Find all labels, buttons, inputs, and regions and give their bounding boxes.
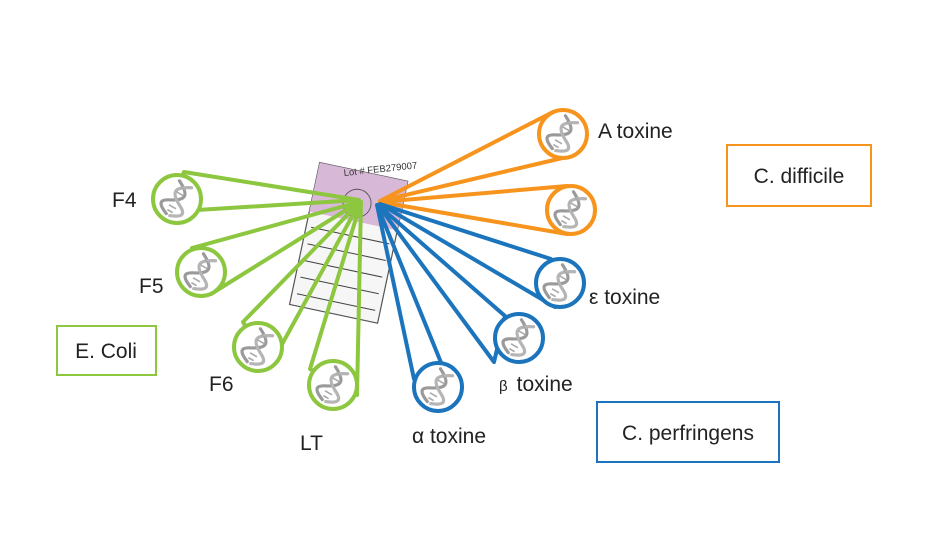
legend-e-coli: E. Coli: [56, 325, 157, 376]
legend-text-c-difficile: C. difficile: [754, 165, 845, 188]
label-beta-symbol: β: [499, 378, 508, 395]
c-difficile-target-b: [378, 184, 597, 236]
legend-text-e-coli: E. Coli: [75, 340, 137, 363]
beam-epsilon-toxine: [378, 202, 557, 309]
label-beta-toxine: β toxine: [499, 373, 573, 396]
label-a-toxine: A toxine: [598, 120, 673, 143]
label-beta-word: toxine: [517, 373, 573, 396]
label-f5: F5: [139, 275, 164, 298]
label-f4: F4: [112, 189, 137, 212]
label-f6: F6: [209, 373, 234, 396]
c-perfringens-target-beta: [376, 203, 545, 364]
legend-c-difficile: C. difficile: [726, 144, 872, 207]
c-difficile-target-a: [378, 108, 589, 203]
card-line: [303, 259, 383, 278]
e-coli-target-lt: [307, 200, 363, 411]
c-perfringens-target-alpha: [375, 203, 464, 413]
e-coli-target-f4: [151, 170, 361, 225]
legend-c-perfringens: C. perfringens: [596, 401, 780, 463]
card-line: [300, 276, 379, 295]
label-lt: LT: [300, 432, 323, 455]
legend-text-c-perfringens: C. perfringens: [622, 422, 754, 445]
legend-box-c-difficile: [726, 144, 872, 207]
label-epsilon-toxine: ε toxine: [589, 286, 660, 309]
legend-box-e-coli: [56, 325, 157, 376]
e-coli-target-f5: [175, 200, 361, 298]
beam-beta-toxine: [376, 203, 507, 364]
c-perfringens-target-epsilon: [378, 202, 586, 309]
label-alpha-toxine: α toxine: [412, 425, 486, 448]
legend-box-c-perfringens: [596, 401, 780, 463]
e-coli-target-f6: [232, 200, 362, 373]
